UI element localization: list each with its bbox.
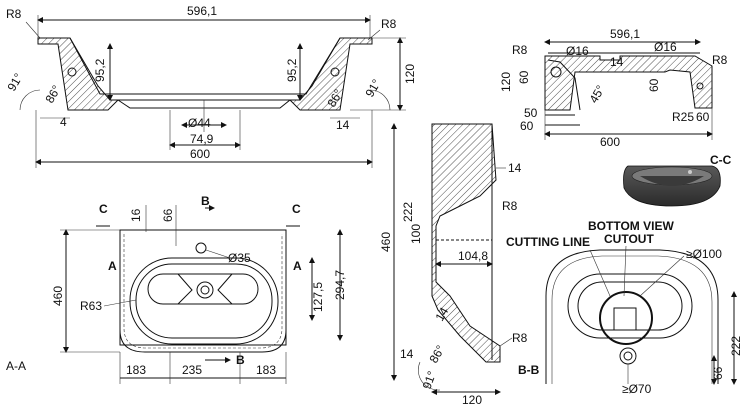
dim-294: 294,7 [333,270,347,300]
dim-bottom-66: 66 [711,366,725,380]
dim-66: 66 [161,208,175,222]
angle-section-91: 91° [420,369,439,391]
dim-hole-16-left: Ø16 [566,44,589,58]
dim-183-right: 183 [256,363,276,377]
dim-inner-height-right: 95,2 [285,58,299,82]
dim-r8-top: R8 [502,199,518,213]
marker-a-right: A [293,259,302,273]
bottom-view-label: B-B [518,363,540,377]
section-label-aa: A-A [6,359,26,373]
angle-45: 45° [586,83,607,106]
dim-radius-right: R8 [381,17,397,31]
dim-r8-right: R8 [712,53,728,67]
marker-b-bottom: B [236,353,245,367]
dim-section-222: 222 [401,202,415,222]
dim-bottom-width: 600 [190,147,210,161]
marker-c-right: C [292,202,301,216]
dim-top-width: 596,1 [187,4,217,18]
dim-right-60c: 60 [696,110,710,124]
section-a-view: 460 222 100 104,8 14 R8 14 R8 14 86° 91°… [379,123,528,407]
dim-104: 104,8 [458,249,488,263]
dim-235: 235 [182,363,202,377]
dim-16: 16 [129,208,143,222]
basin-render: C-C [623,153,732,207]
dim-section-460: 460 [379,232,393,252]
dim-dia-70: ≥Ø70 [622,382,652,396]
dim-bottom-222: 222 [729,336,743,356]
dim-right-120: 120 [499,72,513,92]
right-section-view: 596,1 Ø16 Ø16 R8 R8 60 120 14 45° 60 50 … [499,27,728,149]
angle-91-left: 91° [4,71,25,94]
dim-right-width-top: 596,1 [610,27,640,41]
marker-c-left: C [99,202,108,216]
dim-127: 127,5 [311,282,325,312]
dim-right-mid-60: 60 [647,78,661,92]
dim-hole-35: Ø35 [228,251,251,265]
dim-inner-height-left: 95,2 [93,58,107,82]
angle-86-left: 86° [42,83,63,106]
render-label: C-C [710,153,732,167]
bottom-view-title-1: BOTTOM VIEW [588,219,674,233]
bottom-view: BOTTOM VIEW CUTOUT CUTTING LINE ≥Ø100 ≥Ø… [506,219,743,396]
dim-right-50: 50 [524,106,538,120]
dim-r25: R25 [672,110,694,124]
dim-wall-14: 14 [336,118,350,132]
dim-section-120: 120 [462,393,482,407]
dim-height-120: 120 [403,64,417,84]
dim-14-bottom: 14 [400,347,414,361]
dim-r8-bottom: R8 [512,331,528,345]
dim-drain-44: Ø44 [188,116,211,130]
dim-section-100: 100 [409,224,423,244]
dim-radius-left: R8 [6,7,22,21]
top-section-view: 596,1 R8 R8 95,2 95,2 120 91° 86° 86° 91… [4,4,417,168]
angle-91-right: 91° [362,77,383,100]
bottom-view-title-2: CUTOUT [604,232,654,246]
dim-right-14: 14 [610,55,624,69]
dim-14-top: 14 [508,161,522,175]
dim-right-60: 60 [517,70,531,84]
marker-b-top: B [201,194,210,208]
marker-a-left: A [108,259,117,273]
dim-14-mid: 14 [432,305,451,324]
dim-dia-100: ≥Ø100 [686,247,722,261]
dim-drain-749: 74,9 [190,132,214,146]
dim-r63: R63 [80,299,102,313]
dim-plan-460: 460 [51,286,65,306]
dim-183-left: 183 [126,363,146,377]
dim-right-60b: 60 [520,119,534,133]
dim-right-600: 600 [600,135,620,149]
plan-view: C C B B A A 16 66 Ø35 460 R63 294,7 127,… [51,194,347,384]
angle-section-86: 86° [426,343,447,366]
cutting-line-label: CUTTING LINE [506,235,590,249]
dim-hole-16-right: Ø16 [654,40,677,54]
dim-wall-4: 4 [60,115,67,129]
dim-r8-left: R8 [512,43,528,57]
